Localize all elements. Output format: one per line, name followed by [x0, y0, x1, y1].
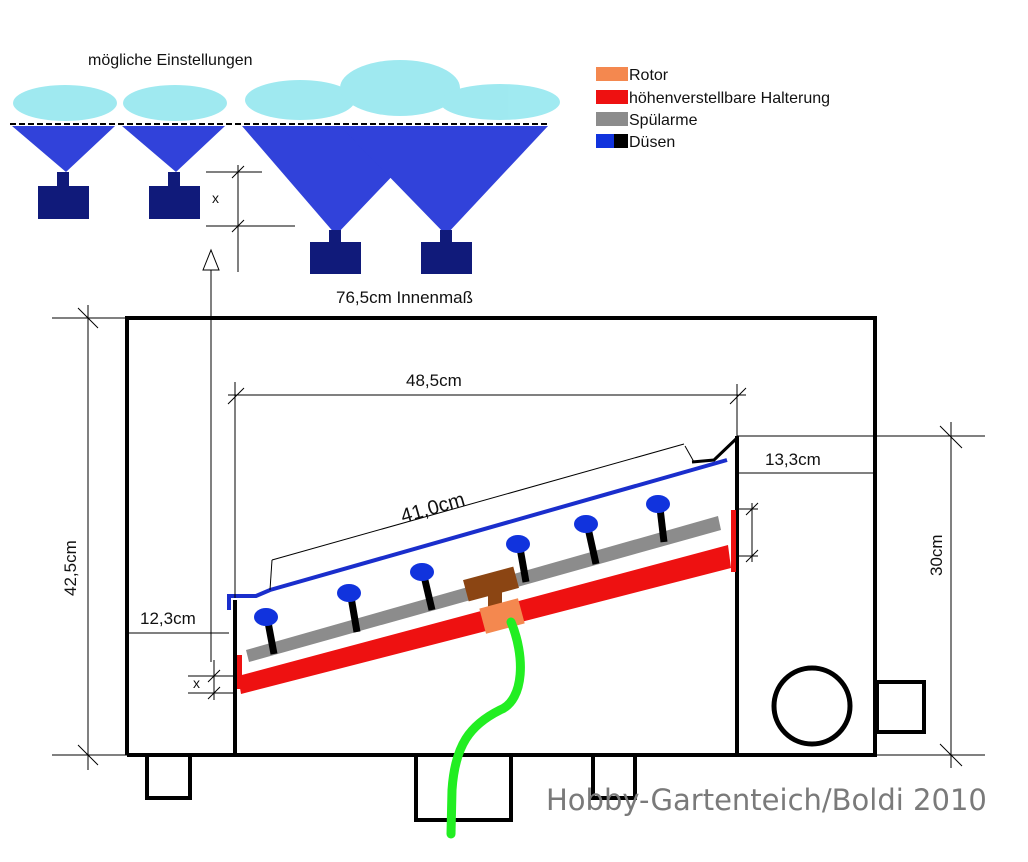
outlet-stub	[875, 680, 926, 734]
legend-swatch-bracket	[596, 90, 628, 104]
sieve-length-label: 41,0cm	[398, 489, 467, 528]
height-total-label: 42,5cm	[61, 540, 80, 596]
legend: Rotor höhenverstellbare Halterung Spülar…	[596, 67, 830, 151]
nozzle	[646, 495, 670, 543]
inset-nozzle-block	[149, 186, 200, 219]
watermark: Hobby-Gartenteich/Boldi 2010	[546, 783, 987, 817]
nozzles	[254, 495, 670, 655]
right-step-label: 13,3cm	[765, 450, 821, 469]
foot-middle	[414, 755, 513, 822]
round-outlet	[771, 665, 853, 747]
filter-housing	[125, 316, 926, 822]
sieve-assembly	[227, 436, 739, 839]
right-height-label: 30cm	[927, 534, 946, 576]
foot-right	[591, 755, 637, 800]
sieve-lip	[691, 436, 739, 464]
legend-label: Düsen	[629, 134, 675, 151]
inset-nozzle-block	[310, 242, 361, 274]
legend-label: Rotor	[629, 67, 669, 84]
nozzle	[410, 563, 436, 611]
legend-label: Spülarme	[629, 112, 698, 129]
reference-arrow	[202, 248, 220, 662]
inset-title: mögliche Einstellungen	[88, 52, 253, 69]
inset-nozzle-block	[421, 242, 472, 274]
inset-x-label: x	[212, 190, 219, 206]
nozzle	[574, 515, 600, 565]
settings-inset: mögliche Einstellungen	[10, 52, 560, 662]
legend-swatch-rotor	[596, 67, 628, 81]
dimension-labels: 76,5cm Innenmaß 42,5cm 48,5cm 41,0cm 13,…	[61, 288, 946, 691]
legend-swatch-nozzles	[596, 134, 614, 148]
sieve-line	[227, 458, 728, 610]
inset-nozzles	[38, 172, 472, 274]
nozzle	[506, 535, 530, 583]
housing-outline	[125, 316, 877, 757]
mist-clouds	[13, 60, 560, 121]
top-span-label: 48,5cm	[406, 371, 462, 390]
dimension-lines	[52, 305, 985, 770]
left-step-label: 12,3cm	[140, 609, 196, 628]
x-small-label: x	[193, 675, 200, 691]
nozzle	[254, 608, 278, 655]
foot-left	[145, 755, 192, 800]
inner-width-label: 76,5cm Innenmaß	[336, 288, 473, 307]
inset-nozzle-block	[38, 186, 89, 219]
hose	[446, 617, 525, 839]
nozzle	[337, 584, 361, 633]
legend-swatch-arms	[596, 112, 628, 126]
inset-x-dimension	[206, 165, 295, 272]
spray-cones	[12, 126, 548, 235]
legend-label: höhenverstellbare Halterung	[629, 90, 830, 107]
